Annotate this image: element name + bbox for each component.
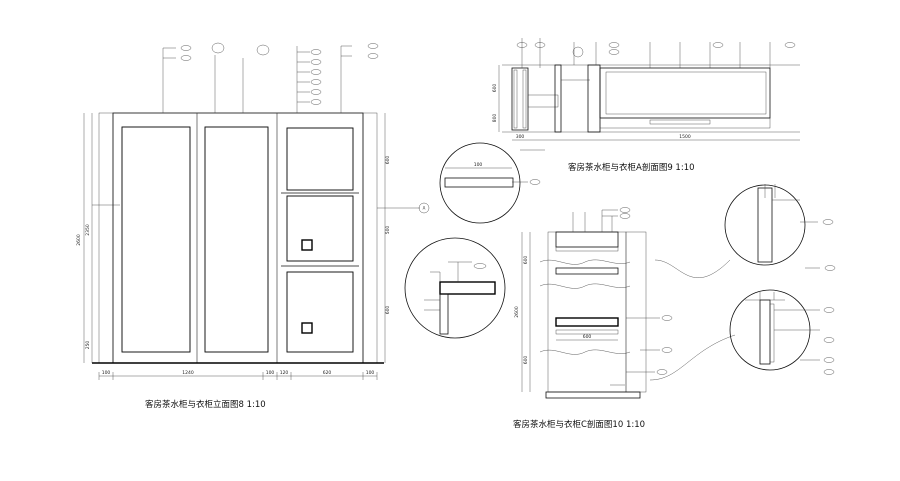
- elev-top-leaders: [162, 45, 352, 113]
- detail-circle-right-lower: [729, 289, 835, 375]
- sec10-leaders: [572, 209, 660, 386]
- elev-fluted-panel-1: [112, 112, 198, 364]
- elev-cross-panel-low-bg: [286, 271, 354, 353]
- elev-frame: [112, 112, 364, 364]
- sec10-break-1: [539, 259, 631, 265]
- elev-door-lattice-right-hatch: [204, 126, 269, 353]
- detail-circle-right-upper: [724, 184, 836, 271]
- sec9-dim-left-0: 600: [492, 84, 498, 93]
- sec9-tag-ovals: [516, 42, 796, 58]
- elev-dim-right-0: 600: [385, 156, 391, 165]
- elev-dim-left-inner: 2350: [85, 224, 91, 236]
- elev-dim-left-total: 2600: [76, 234, 82, 246]
- sec9-dim-bottom-1: 1500: [679, 134, 691, 140]
- sec10-top-drawer: [555, 231, 619, 248]
- section-10: 2600 600 600 600 客房茶水柜与衣柜C剖面图10 1:10: [513, 207, 673, 430]
- elev-dim-b1: 1240: [182, 370, 194, 376]
- elev-dim-right-2: 600: [385, 306, 391, 315]
- elev-handle-1: [301, 239, 313, 251]
- sec9-base-inset: [649, 119, 711, 125]
- sec10-frame: [547, 231, 627, 393]
- connector-lower: [649, 334, 736, 381]
- detail-circle-mid: [404, 237, 506, 339]
- elev-dim-b4: 620: [323, 370, 332, 376]
- sec9-dim-bottom-0: 300: [516, 134, 525, 140]
- sec9-leaders: [521, 38, 771, 68]
- elev-door-lattice-left-hatch: [121, 126, 191, 353]
- elev-dim-b5: 100: [366, 370, 375, 376]
- elev-dim-b2: 100: [266, 370, 275, 376]
- elev-section-callout-label: A: [423, 206, 426, 211]
- detail-circle-top: 100: [439, 142, 545, 224]
- elev-handle-2: [301, 322, 313, 334]
- elev-dim-b3: 120: [280, 370, 289, 376]
- sec10-floor: [545, 391, 641, 399]
- detail-top-dim: 100: [474, 162, 483, 168]
- elev-cross-panel-mid: [286, 195, 354, 262]
- sec10-dim-left-0: 2600: [514, 306, 520, 318]
- sec10-tag-ovals: [619, 207, 673, 375]
- elev-fluted-panel-3: [276, 112, 364, 364]
- sec10-wall: [625, 231, 647, 393]
- elev-door-lattice-left: [121, 126, 191, 353]
- sec9-base: [599, 117, 771, 129]
- connector-upper: [654, 259, 731, 278]
- sec9-shelf-stub: [527, 94, 559, 108]
- elevation-8: 100 1240 100 120 620 100 2600 2350 250 6…: [76, 42, 430, 410]
- sec9-left-column: [511, 67, 529, 131]
- elev-dim-b0: 100: [102, 370, 111, 376]
- sec10-shelf-2: [555, 317, 619, 327]
- sec9-left-hatch: [513, 69, 518, 129]
- sec10-break-2: [539, 283, 631, 289]
- section-10-title: 客房茶水柜与衣柜C剖面图10 1:10: [513, 419, 645, 430]
- elev-tag-ovals: [180, 42, 379, 105]
- elevation-8-title: 客房茶水柜与衣柜立面图8 1:10: [145, 399, 266, 410]
- elev-cross-panel-top: [286, 127, 354, 191]
- section-9-title: 客房茶水柜与衣柜A剖面图9 1:10: [568, 162, 695, 173]
- elev-section-callout: [418, 202, 430, 214]
- sec10-shelf-1: [555, 267, 619, 275]
- elev-cross-panel-mid-bg: [286, 195, 354, 262]
- section-9: 600 800 300 1500 客房茶水柜与衣柜A剖面图9 1:10: [492, 38, 800, 173]
- elev-door-lattice-right: [204, 126, 269, 353]
- elev-fluted-panel-2: [196, 112, 278, 364]
- sec9-louvre-box: [599, 67, 771, 119]
- elev-right-stile: [362, 112, 378, 364]
- elev-left-stile: [98, 112, 114, 364]
- sec10-dim-left-1: 600: [523, 256, 529, 265]
- sec9-left-hatch-2: [522, 69, 527, 129]
- sec9-right-post: [587, 64, 601, 133]
- sec10-break-3: [539, 349, 631, 355]
- sec10-dim-bottom: 600: [583, 334, 592, 340]
- elev-cross-panel-low: [286, 271, 354, 353]
- elev-dim-left-base: 250: [85, 341, 91, 350]
- elev-cross-panel-top-bg: [286, 127, 354, 191]
- sec9-upright: [554, 64, 562, 133]
- elev-dim-right-1: 500: [385, 226, 391, 235]
- sec10-dim-left-2: 600: [523, 356, 529, 365]
- sec9-dim-left-1: 800: [492, 114, 498, 123]
- sec9-louvre: [605, 71, 767, 115]
